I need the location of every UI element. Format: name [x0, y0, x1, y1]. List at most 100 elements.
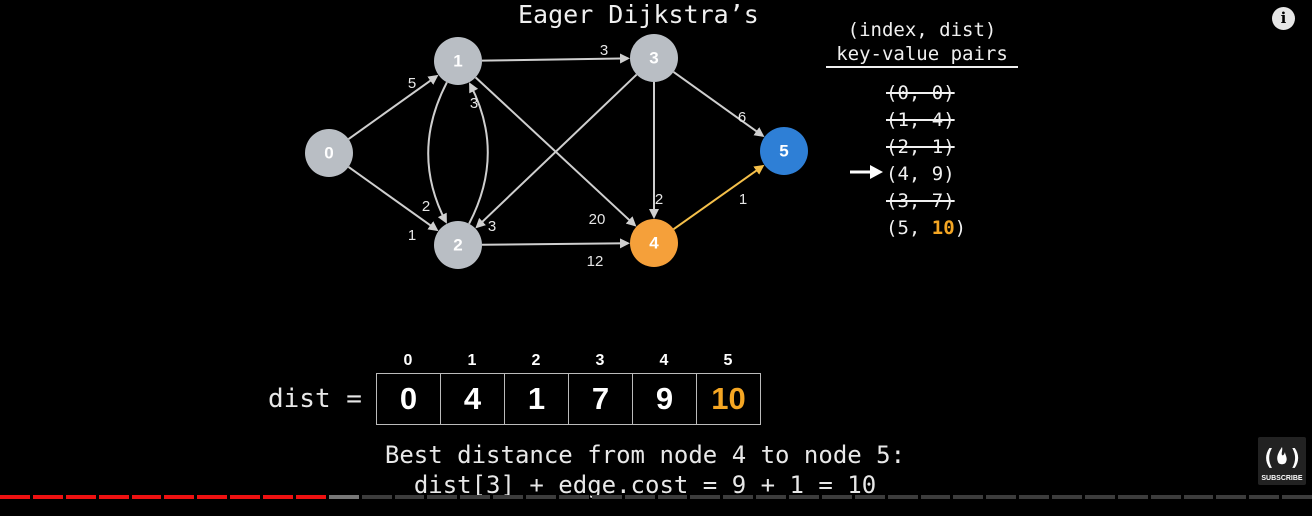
edge-weight-label: 1: [408, 227, 416, 244]
progress-segment[interactable]: [1084, 495, 1115, 499]
node-label: 0: [324, 143, 333, 162]
node-circle: [760, 127, 808, 175]
progress-segment[interactable]: [1019, 495, 1049, 499]
node-label: 2: [453, 235, 462, 254]
progress-segment[interactable]: [460, 495, 491, 499]
graph-edge: [347, 166, 439, 232]
edge-weight-label: 6: [738, 109, 746, 126]
graph-edge: [427, 81, 448, 224]
progress-segment[interactable]: [953, 495, 984, 499]
node-circle: [630, 34, 678, 82]
dist-cell-updated: 10: [711, 381, 746, 416]
progress-segment[interactable]: [1282, 495, 1312, 499]
progress-segment[interactable]: [657, 495, 688, 499]
graph-node-3: 3: [630, 34, 678, 82]
progress-segment[interactable]: [361, 495, 392, 499]
subscribe-label: SUBSCRIBE: [1261, 475, 1303, 482]
node-label: 4: [649, 233, 659, 252]
progress-segment[interactable]: [854, 495, 885, 499]
edge-weight-label: 1: [739, 191, 747, 208]
dist-cell: 9: [633, 374, 697, 424]
progress-segment[interactable]: [821, 495, 852, 499]
caption: Best distance from node 4 to node 5: dis…: [0, 440, 1290, 500]
graph-node-1: 1: [434, 37, 482, 85]
edge-weight-label: 5: [408, 75, 416, 92]
node-label: 3: [649, 48, 658, 67]
node-circle: [630, 219, 678, 267]
kv-pair-current: (4, 9): [886, 163, 955, 185]
dist-cell: 7: [569, 374, 633, 424]
edge-weight-label: 2: [655, 191, 663, 208]
node-label: 1: [453, 51, 462, 70]
kv-header: (index, dist) key-value pairs: [826, 18, 1018, 66]
graph-edge: [475, 73, 638, 229]
progress-segment[interactable]: [32, 495, 63, 499]
progress-segment[interactable]: [986, 495, 1017, 499]
node-circle: [434, 37, 482, 85]
progress-segment[interactable]: [887, 495, 918, 499]
kv-pair-list: (0, 0) (1, 4) (2, 1) (4, 9) (3, 7) (5, 1…: [886, 80, 966, 242]
progress-segment[interactable]: [1216, 495, 1247, 499]
progress-segment[interactable]: [920, 495, 951, 499]
graph-edge: [672, 71, 765, 138]
progress-segment[interactable]: [1117, 495, 1148, 499]
dist-index: 5: [723, 352, 733, 369]
video-progress-bar[interactable]: [0, 495, 1312, 499]
edge-weight-label: 20: [589, 211, 606, 228]
progress-segment[interactable]: [197, 495, 228, 499]
progress-segment[interactable]: [295, 495, 326, 499]
dist-index: 3: [595, 352, 605, 369]
edge-weight-label: 2: [422, 198, 430, 215]
progress-segment[interactable]: [1249, 495, 1280, 499]
svg-text:): ): [1289, 446, 1302, 471]
edge-weight-label: 3: [470, 95, 478, 112]
kv-pair: (2, 1): [886, 136, 955, 158]
edge-weight-label: 3: [488, 218, 496, 235]
progress-segment[interactable]: [230, 495, 260, 499]
kv-pair: (3, 7): [886, 190, 955, 212]
dist-index-row: 0 1 2 3 4 5: [376, 352, 760, 370]
edge-weight-label: 12: [587, 253, 604, 270]
svg-text:(: (: [1262, 446, 1275, 471]
graph-node-4: 4: [630, 219, 678, 267]
dist-cell: 4: [441, 374, 505, 424]
progress-segment[interactable]: [0, 495, 30, 499]
progress-segment[interactable]: [493, 495, 523, 499]
progress-segment[interactable]: [558, 495, 589, 499]
progress-segment[interactable]: [1052, 495, 1082, 499]
caption-line1: Best distance from node 4 to node 5:: [384, 441, 906, 469]
freecodecamp-logo-icon: ( ): [1262, 446, 1302, 471]
dist-index: 2: [531, 352, 541, 369]
progress-segment[interactable]: [328, 495, 359, 499]
progress-segment[interactable]: [164, 495, 195, 499]
progress-segment[interactable]: [394, 495, 425, 499]
edge-weight-label: 3: [600, 42, 608, 59]
progress-segment[interactable]: [591, 495, 622, 499]
graph-edge: [673, 164, 765, 230]
progress-segment[interactable]: [690, 495, 721, 499]
progress-segment[interactable]: [98, 495, 129, 499]
kv-pair-new: (5, 10): [886, 217, 967, 239]
dist-cell: 1: [505, 374, 569, 424]
progress-segment[interactable]: [263, 495, 293, 499]
graph-node-5: 5: [760, 127, 808, 175]
progress-segment[interactable]: [756, 495, 786, 499]
progress-segment[interactable]: [723, 495, 754, 499]
progress-segment[interactable]: [65, 495, 96, 499]
right-arrow-icon: [850, 165, 883, 179]
dist-index: 1: [467, 352, 477, 369]
progress-segment[interactable]: [526, 495, 556, 499]
progress-segment[interactable]: [624, 495, 655, 499]
progress-segment[interactable]: [1183, 495, 1214, 499]
kv-header-line2: key-value pairs: [836, 43, 1008, 65]
progress-segment[interactable]: [789, 495, 819, 499]
subscribe-button[interactable]: ( ) SUBSCRIBE: [1258, 437, 1306, 485]
progress-segment[interactable]: [427, 495, 458, 499]
dist-cell: 0: [377, 374, 441, 424]
info-icon[interactable]: i: [1272, 7, 1295, 30]
kv-pair: (1, 4): [886, 109, 955, 131]
dist-index: 4: [659, 352, 669, 369]
progress-segment[interactable]: [131, 495, 162, 499]
progress-segment[interactable]: [1150, 495, 1181, 499]
